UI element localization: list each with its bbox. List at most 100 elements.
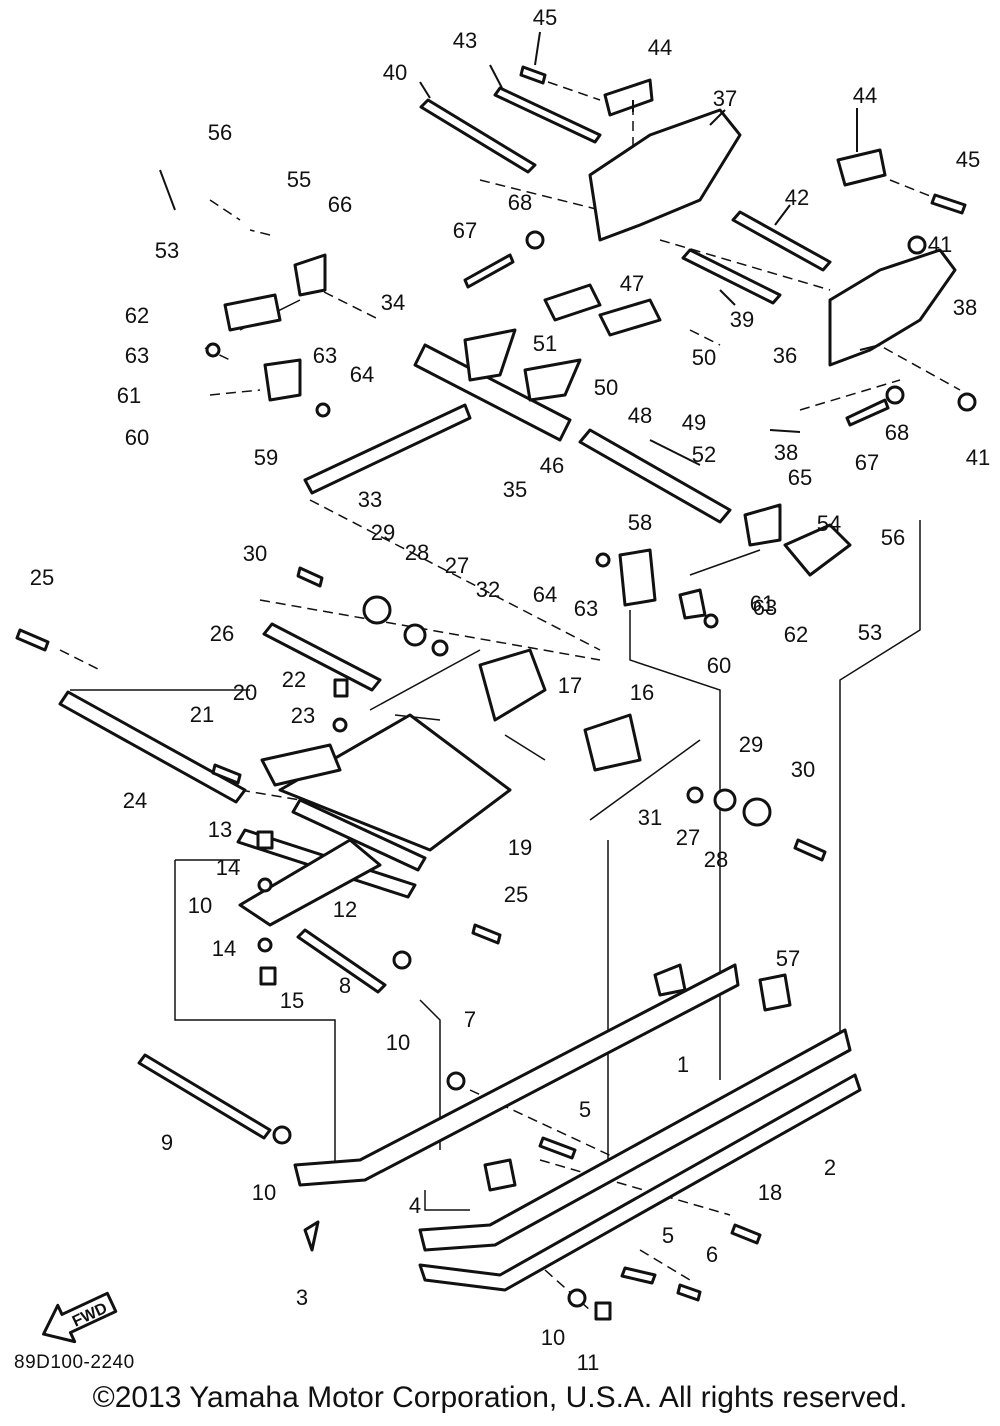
- callout-label: 25: [504, 882, 528, 907]
- callout-label: 61: [117, 383, 141, 408]
- callout-label: 9: [161, 1130, 173, 1155]
- callout-label: 64: [350, 362, 374, 387]
- callout-label: 67: [453, 218, 477, 243]
- callout-label: 32: [476, 577, 500, 602]
- callout-label: 15: [280, 988, 304, 1013]
- callout-label: 29: [371, 520, 395, 545]
- callout-label: 46: [540, 453, 564, 478]
- callout-label: 63: [313, 343, 337, 368]
- callout-label: 48: [628, 403, 652, 428]
- callout-label: 68: [885, 420, 909, 445]
- slide-rails: [293, 963, 862, 1292]
- callout-label: 4: [409, 1193, 421, 1218]
- fasteners: [15, 65, 977, 1321]
- callout-label: 65: [788, 465, 812, 490]
- center-suspension: [223, 253, 852, 827]
- callout-label: 11: [577, 1350, 600, 1375]
- callout-label: 22: [282, 667, 306, 692]
- callout-label: 47: [620, 271, 644, 296]
- callout-label: 44: [648, 35, 672, 60]
- callout-label: 14: [216, 855, 240, 880]
- callout-label: 55: [287, 167, 311, 192]
- callout-label: 5: [662, 1223, 674, 1248]
- callout-label: 19: [508, 835, 532, 860]
- callout-label: 62: [784, 622, 808, 647]
- callout-label: 35: [503, 477, 527, 502]
- callout-label: 8: [339, 973, 351, 998]
- callout-label: 38: [774, 440, 798, 465]
- copyright-notice: ©2013 Yamaha Motor Corporation, U.S.A. A…: [92, 1381, 908, 1414]
- callout-label: 63: [125, 343, 149, 368]
- callout-label: 26: [210, 621, 234, 646]
- callout-label: 5: [579, 1097, 591, 1122]
- callout-label: 20: [233, 680, 257, 705]
- callout-label: 57: [776, 946, 800, 971]
- callout-label: 25: [30, 565, 54, 590]
- callout-label: 40: [383, 60, 407, 85]
- callout-label: 28: [704, 847, 728, 872]
- callout-label: 36: [773, 343, 797, 368]
- callout-label: 67: [855, 450, 879, 475]
- callout-label: 49: [682, 410, 706, 435]
- front-arm-frame: [236, 713, 512, 927]
- callout-label: 68: [508, 190, 532, 215]
- callout-label: 10: [252, 1180, 276, 1205]
- callout-label: 50: [692, 345, 716, 370]
- callout-label: 63: [574, 596, 598, 621]
- callout-label: 3: [296, 1285, 308, 1310]
- callout-label: 10: [386, 1030, 410, 1055]
- callout-label: 28: [405, 540, 429, 565]
- callout-label: 24: [123, 788, 147, 813]
- callout-label: 42: [785, 185, 809, 210]
- callout-label: 1: [677, 1052, 689, 1077]
- callout-label: 34: [381, 290, 405, 315]
- callout-label: 54: [817, 511, 841, 536]
- callout-label: 33: [358, 487, 382, 512]
- callout-label: 27: [445, 553, 469, 578]
- callout-label: 59: [254, 445, 278, 470]
- callout-label: 38: [953, 295, 977, 320]
- callout-label: 63: [753, 595, 777, 620]
- callout-label: 45: [533, 5, 557, 30]
- callout-label: 30: [791, 757, 815, 782]
- leader-lines: [159, 31, 881, 466]
- callout-label: 58: [628, 510, 652, 535]
- callout-label: 51: [533, 331, 557, 356]
- callout-label: 23: [291, 703, 315, 728]
- callout-label: 29: [739, 732, 763, 757]
- callout-label: 41: [966, 445, 990, 470]
- callout-label: 14: [212, 936, 236, 961]
- callout-label: 43: [453, 28, 477, 53]
- callout-label: 10: [188, 893, 212, 918]
- callout-label: 41: [928, 232, 952, 257]
- rear-arm-brackets: [588, 78, 957, 367]
- assembly-guide-lines: [59, 81, 961, 1311]
- callout-label: 13: [208, 817, 232, 842]
- callout-label: 7: [464, 1007, 476, 1032]
- callout-label: 62: [125, 303, 149, 328]
- callout-label: 53: [155, 238, 179, 263]
- callout-label: 31: [638, 805, 662, 830]
- callout-label: 44: [853, 83, 877, 108]
- callout-label: 39: [730, 307, 754, 332]
- callout-label: 30: [243, 541, 267, 566]
- callout-label: 64: [533, 582, 557, 607]
- callout-label: 66: [328, 192, 352, 217]
- diagram-code: 89D100-2240: [14, 1352, 135, 1373]
- callout-numbers: 1 2 3 4 5 5 6 7 8 9 10 10 10 10 11 12 13…: [30, 5, 990, 1375]
- callout-label: 61: [750, 591, 774, 616]
- callout-label: 6: [706, 1242, 718, 1267]
- callout-label: 53: [858, 620, 882, 645]
- callout-label: 56: [208, 120, 232, 145]
- callout-label: 17: [558, 673, 582, 698]
- callout-label: 45: [956, 147, 980, 172]
- callout-label: 60: [707, 653, 731, 678]
- callout-label: 52: [692, 442, 716, 467]
- callout-label: 27: [676, 825, 700, 850]
- fwd-arrow-icon: FWD: [42, 1291, 118, 1344]
- callout-label: 56: [881, 525, 905, 550]
- callout-label: 16: [630, 680, 654, 705]
- callout-label: 50: [594, 375, 618, 400]
- callout-label: 37: [713, 86, 737, 111]
